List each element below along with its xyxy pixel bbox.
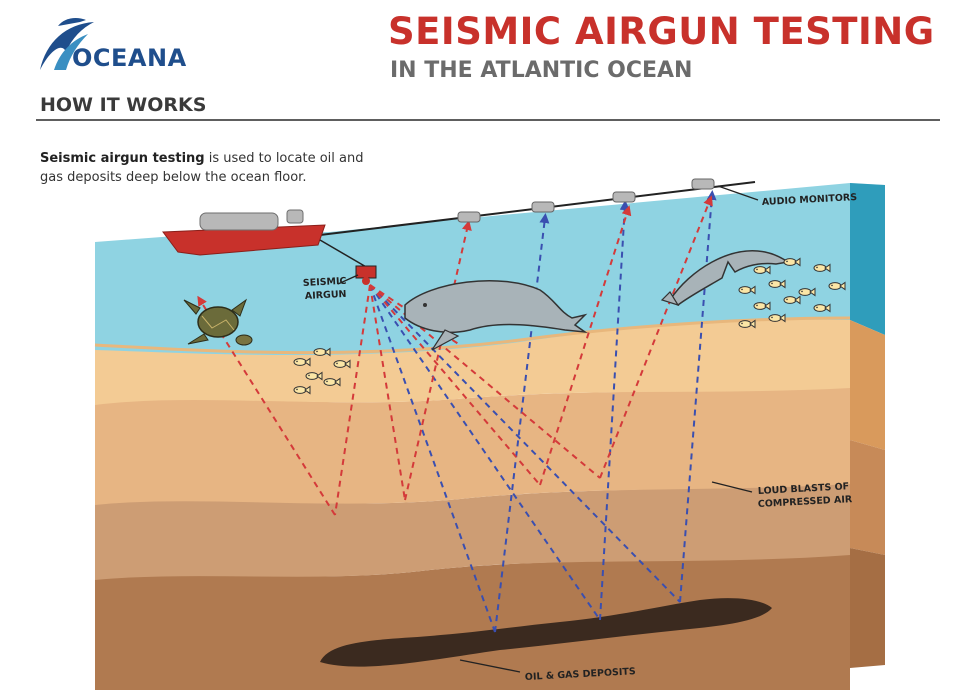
intro-bold: Seismic airgun testing [40,151,205,166]
intro-text: Seismic airgun testing is used to locate… [40,149,380,187]
intro-rest: is used to locate oil and gas deposits d… [40,151,364,185]
seismic-airgun [319,239,377,285]
sea-turtle-illustration [183,298,253,346]
logo-wordmark: OCEANA [72,44,187,72]
page-subtitle: IN THE ATLANTIC OCEAN [390,58,693,83]
audio-monitor [531,201,555,213]
audio-monitor [612,191,636,203]
audio-monitors-label: AUDIO MONITORS [762,192,858,208]
heading-divider [36,119,940,121]
streamer-cable [319,178,756,236]
survey-ship [162,209,326,256]
rock-strata [94,183,851,690]
blasts-label-line1: LOUD BLASTS OF [758,481,850,497]
block-side-face [850,183,885,668]
audio-monitor [457,211,481,223]
dolphin-illustration [660,250,790,307]
audio-monitor [691,178,715,190]
return-signal-rays [369,190,717,633]
blasts-label-line2: COMPRESSED AIR [758,494,854,510]
dolphin-swoosh-icon [40,18,94,70]
airgun-label-line1: SEISMIC [303,276,347,289]
page-title: SEISMIC AIRGUN TESTING [388,10,935,53]
oceana-logo [36,12,206,82]
whale-illustration [404,280,588,351]
airgun-label-line2: AIRGUN [305,289,347,302]
oil-gas-deposit [320,598,772,667]
section-heading: HOW IT WORKS [40,94,207,116]
